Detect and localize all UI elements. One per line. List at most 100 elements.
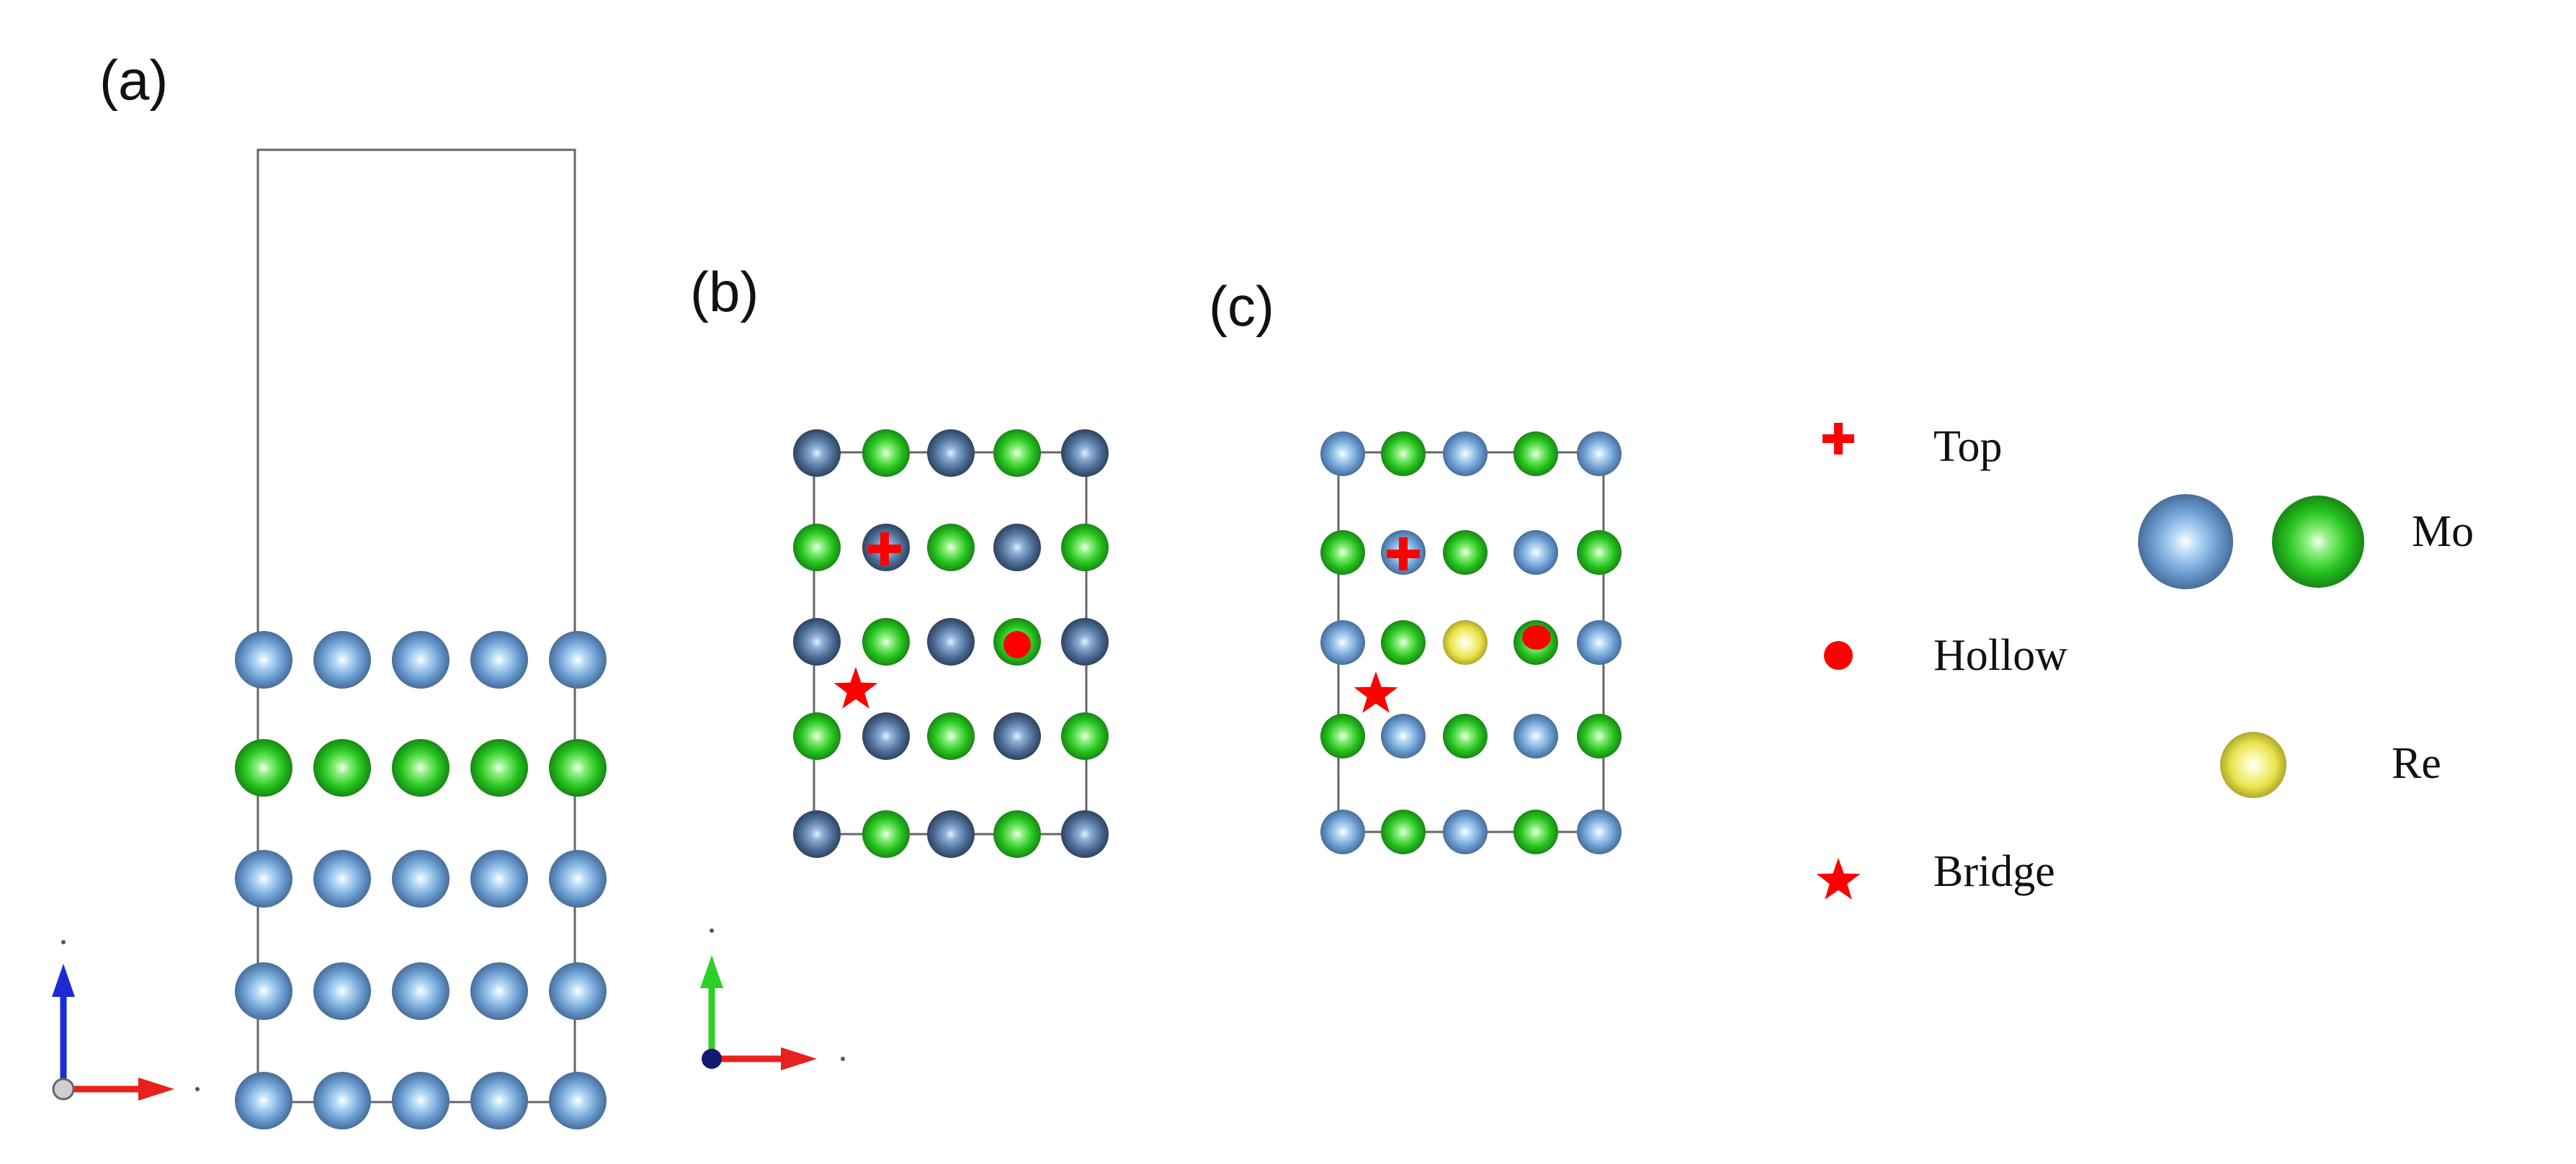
legend-hollow-label: Hollow: [1933, 631, 2067, 680]
atom-green: [862, 810, 910, 858]
atom-blue: [470, 631, 528, 689]
atom-green: [470, 739, 528, 797]
atom-blue: [235, 850, 292, 908]
unit-cell-a: [256, 148, 576, 1103]
mo-blue-atom-icon: [2138, 494, 2233, 589]
atom-blue: [549, 962, 607, 1020]
atom-blue: [1443, 810, 1488, 854]
atom-green: [1513, 810, 1558, 854]
bridge-site-marker-c: [1354, 671, 1398, 713]
atom-green: [549, 739, 607, 797]
atom-blue: [313, 631, 371, 689]
legend-mo-label: Mo: [2412, 507, 2474, 556]
legend-hollow: Hollow: [1824, 631, 2067, 680]
atom-blue: [235, 631, 292, 689]
atom-darkblue: [927, 618, 975, 666]
panel-c-label: (c): [1209, 274, 1274, 338]
atom-darkblue: [993, 712, 1041, 760]
atom-blue: [392, 850, 450, 908]
atom-blue: [235, 962, 292, 1020]
atom-green: [1320, 530, 1365, 575]
atom-green: [313, 739, 371, 797]
atom-blue: [470, 962, 528, 1020]
atom-blue: [1577, 810, 1622, 854]
bridge-site-marker-b: [833, 667, 878, 709]
atom-green: [993, 810, 1041, 858]
panel-a-label: (a): [99, 48, 168, 112]
legend-re-label: Re: [2392, 739, 2441, 788]
atom-green: [1061, 524, 1109, 571]
atom-blue: [313, 1072, 371, 1129]
atom-yellow: [1443, 620, 1488, 665]
atom-blue: [1320, 620, 1365, 665]
atom-blue: [392, 631, 450, 689]
atom-green: [1577, 714, 1622, 758]
panel-b-top-view: [793, 429, 1109, 858]
star-icon: [1816, 858, 1861, 900]
atom-darkblue: [927, 810, 975, 858]
atom-darkblue: [993, 524, 1041, 571]
atom-blue: [1320, 431, 1365, 476]
atom-grid-c: [1320, 431, 1622, 854]
atom-blue: [1443, 431, 1488, 476]
atom-green: [1061, 712, 1109, 760]
atom-green: [1381, 620, 1426, 665]
atom-blue: [1513, 714, 1558, 758]
panel-a-side-view: [235, 148, 607, 1129]
atom-green: [1577, 530, 1622, 575]
atom-green: [862, 618, 910, 666]
top-site-marker-b: [868, 532, 901, 565]
atom-blue: [470, 850, 528, 908]
axis-indicator-b: [700, 928, 845, 1070]
atom-grid-a: [235, 631, 607, 1129]
atom-blue: [549, 850, 607, 908]
legend: Top Hollow Bridge Mo Re: [1816, 422, 2474, 900]
atom-darkblue: [927, 429, 975, 477]
atom-green: [927, 524, 975, 571]
axis-indicator-a: [52, 940, 200, 1101]
atom-blue: [1577, 620, 1622, 665]
legend-re: Re: [2220, 732, 2441, 798]
atom-darkblue: [793, 810, 841, 858]
atom-grid-b: [793, 429, 1109, 858]
atom-blue: [235, 1072, 292, 1129]
atom-blue: [549, 631, 607, 689]
atom-blue: [1513, 530, 1558, 575]
legend-bridge-label: Bridge: [1933, 847, 2055, 896]
atom-green: [1320, 714, 1365, 758]
atom-blue: [1577, 431, 1622, 476]
legend-bridge: Bridge: [1816, 847, 2055, 900]
panel-b-label: (b): [690, 260, 759, 323]
atom-green: [1443, 714, 1488, 758]
atom-blue: [392, 962, 450, 1020]
atom-green: [862, 429, 910, 477]
atom-blue: [1320, 810, 1365, 854]
legend-top-label: Top: [1933, 422, 2003, 471]
atom-green: [1381, 431, 1426, 476]
re-atom-icon: [2220, 732, 2286, 798]
atom-green: [1381, 810, 1426, 854]
panel-c-top-view: [1320, 431, 1622, 854]
cross-icon: [1823, 423, 1854, 455]
atom-darkblue: [862, 712, 910, 760]
atom-green: [793, 712, 841, 760]
atom-green: [793, 524, 841, 571]
atom-blue: [313, 962, 371, 1020]
hollow-site-marker-c: [1522, 625, 1551, 650]
atom-darkblue: [793, 618, 841, 666]
atom-blue: [392, 1072, 450, 1129]
atom-darkblue: [1061, 429, 1109, 477]
dot-icon: [1824, 641, 1853, 670]
top-site-marker-c: [1387, 537, 1420, 570]
atom-green: [993, 429, 1041, 477]
atom-green: [1443, 530, 1488, 575]
legend-top: Top: [1823, 422, 2003, 471]
atom-green: [235, 739, 292, 797]
atom-darkblue: [1061, 618, 1109, 666]
atom-darkblue: [1061, 810, 1109, 858]
atom-blue: [470, 1072, 528, 1129]
atom-green: [392, 739, 450, 797]
atom-blue: [1381, 714, 1426, 758]
atom-green: [1513, 431, 1558, 476]
